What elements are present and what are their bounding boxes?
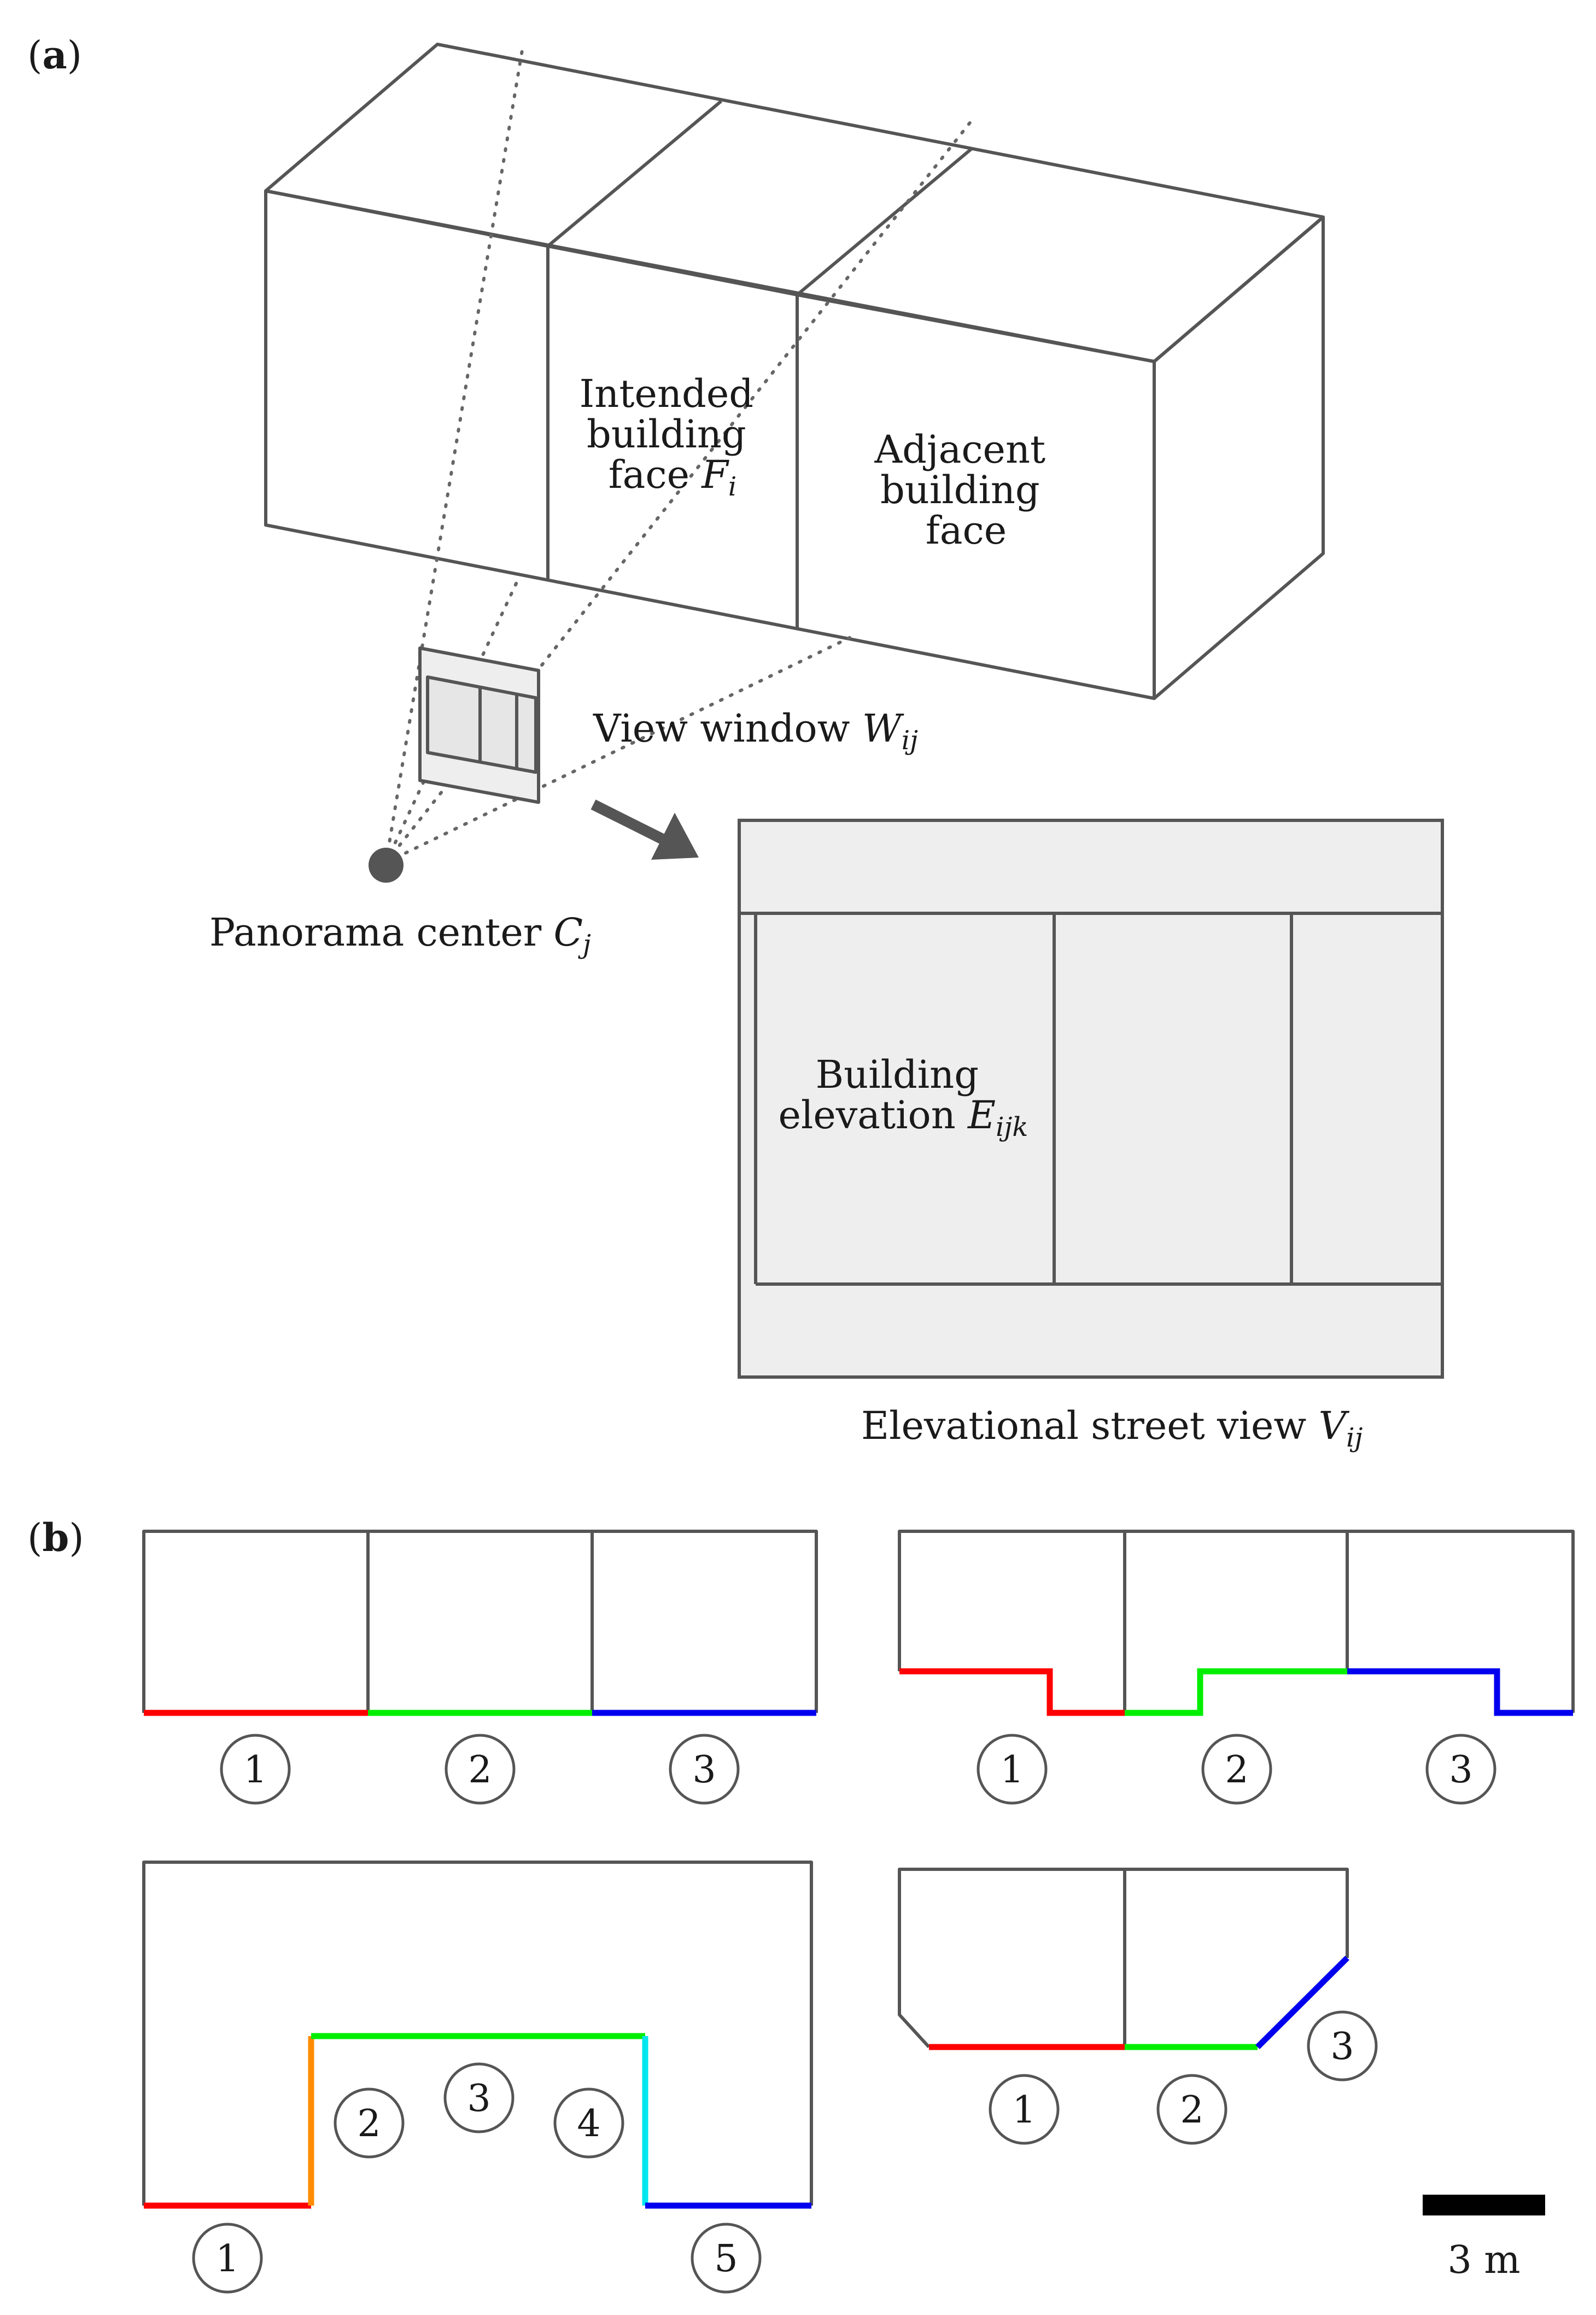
building-block [264, 43, 1325, 700]
svg-text:4: 4 [577, 2102, 600, 2145]
svg-text:3: 3 [1330, 2025, 1354, 2068]
panorama-center-dot [369, 848, 404, 883]
number-marker: 2 [445, 1734, 516, 1805]
number-marker: 5 [691, 2223, 762, 2294]
number-marker: 3 [443, 2062, 515, 2133]
panel-b-tag: (b) [27, 1515, 84, 1560]
svg-text:5: 5 [714, 2237, 738, 2281]
number-marker: 3 [1425, 1734, 1496, 1805]
svg-text:1: 1 [1000, 1748, 1024, 1792]
scale-label: 3 m [1447, 2237, 1520, 2282]
footprint-bottom-left: 1 2 3 4 5 [142, 1861, 813, 2294]
panorama-center-label: Panorama center Cj [209, 910, 591, 960]
svg-text:2: 2 [357, 2102, 381, 2145]
svg-text:1: 1 [215, 2237, 239, 2281]
svg-text:1: 1 [243, 1748, 267, 1792]
roof-division-1 [547, 100, 722, 248]
footprint-top-left: 1 2 3 [142, 1530, 818, 1805]
number-marker: 2 [1201, 1734, 1272, 1805]
segment-1 [899, 1668, 1125, 1716]
roof-division-2 [796, 147, 973, 296]
svg-text:2: 2 [1225, 1748, 1248, 1792]
number-marker: 3 [669, 1734, 740, 1805]
outline [142, 1530, 818, 1713]
outline [898, 1868, 1349, 2049]
number-marker: 2 [334, 2087, 405, 2159]
svg-text:3: 3 [1449, 1748, 1472, 1792]
building-elevation-label: Building elevation Eijk [779, 1052, 1028, 1142]
number-marker: 1 [977, 1734, 1048, 1805]
scale-bar [1423, 2195, 1545, 2215]
outline [142, 1861, 813, 2206]
number-marker: 1 [220, 1734, 291, 1805]
segment-3 [1347, 1668, 1573, 1716]
svg-text:2: 2 [468, 1748, 492, 1792]
view-window [418, 646, 540, 804]
number-marker: 1 [989, 2074, 1060, 2145]
panel-a-tag: (a) [27, 32, 82, 78]
street-view-label: Elevational street view Vij [861, 1403, 1363, 1453]
number-marker: 2 [1156, 2074, 1227, 2145]
footprint-top-right: 1 2 3 [898, 1530, 1575, 1805]
ray-2 [384, 118, 974, 864]
building-side-face [1153, 215, 1325, 700]
segment-3 [1255, 1956, 1349, 2049]
view-window-label: View window Wij [593, 706, 918, 756]
ray-3 [384, 574, 522, 864]
segment-2 [1125, 1668, 1347, 1716]
projection-rays [384, 49, 974, 864]
svg-text:2: 2 [1180, 2089, 1203, 2132]
svg-text:3: 3 [467, 2077, 490, 2120]
number-marker: 4 [553, 2087, 624, 2159]
number-marker: 1 [192, 2223, 263, 2294]
elevational-street-view [738, 819, 1444, 1379]
footprint-bottom-right: 1 2 3 [898, 1868, 1378, 2145]
outline [898, 1530, 1575, 1713]
svg-text:3: 3 [692, 1748, 716, 1792]
intended-face-label: Intended building face Fi [580, 371, 766, 502]
building-top-face [264, 43, 1325, 363]
adjacent-face-label: Adjacent building face [874, 427, 1058, 553]
arrow-icon [591, 800, 699, 860]
svg-text:1: 1 [1012, 2089, 1036, 2132]
ray-4 [384, 636, 851, 864]
number-marker: 3 [1307, 2010, 1378, 2081]
